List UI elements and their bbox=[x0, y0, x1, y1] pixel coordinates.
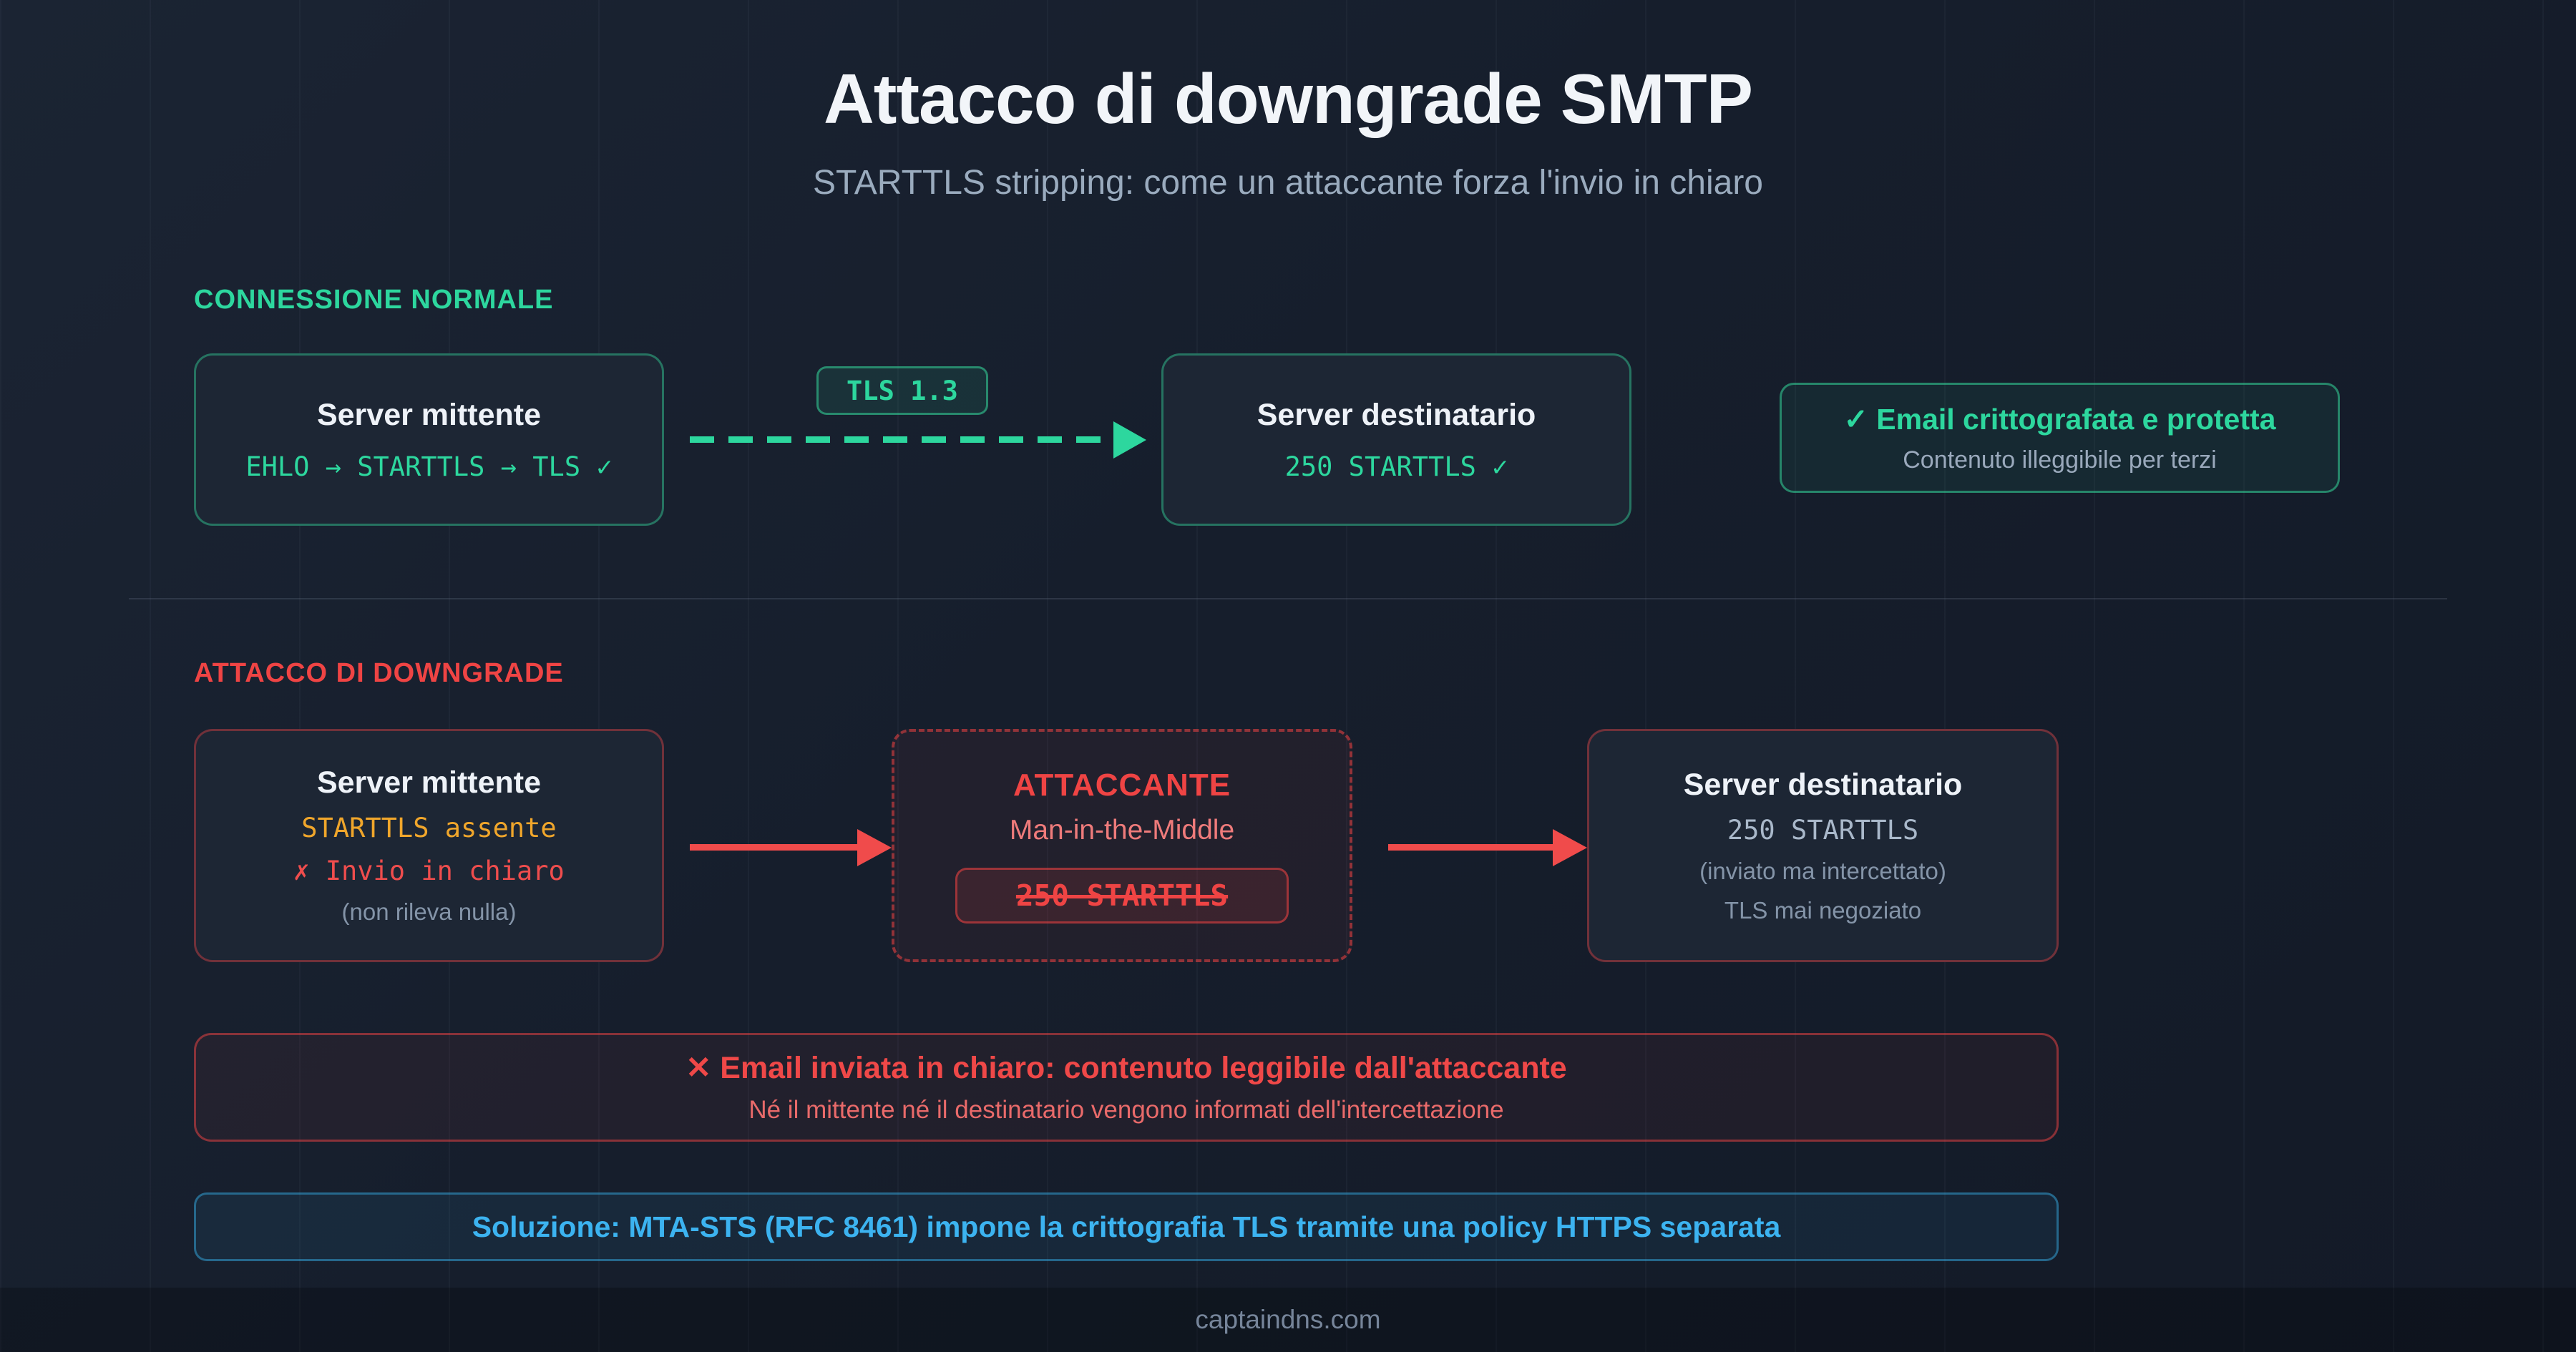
intercepted-arrow-right-head-icon bbox=[1553, 829, 1587, 866]
sender-server-box-attack: Server mittente STARTTLS assente ✗ Invio… bbox=[194, 729, 664, 962]
footer-domain: captaindns.com bbox=[1195, 1305, 1381, 1334]
intercepted-arrow-left-head-icon bbox=[857, 829, 892, 866]
receiver-server-box-attack: Server destinatario 250 STARTTLS (inviat… bbox=[1587, 729, 2059, 962]
attack-receiver-title: Server destinatario bbox=[1683, 767, 1963, 802]
section-label-normal-connection: CONNESSIONE NORMALE bbox=[194, 285, 554, 315]
encrypted-result-box: ✓ Email crittografata e protetta Contenu… bbox=[1780, 383, 2340, 493]
attack-receiver-no-tls-note: TLS mai negoziato bbox=[1724, 896, 1922, 924]
plaintext-warning-title: ✕ Email inviata in chiaro: contenuto leg… bbox=[686, 1050, 1566, 1086]
plaintext-warning-banner: ✕ Email inviata in chiaro: contenuto leg… bbox=[194, 1033, 2059, 1142]
page-subtitle: STARTTLS stripping: come un attaccante f… bbox=[813, 164, 1763, 202]
receiver-server-title: Server destinatario bbox=[1257, 397, 1536, 432]
encrypted-arrow-shaft bbox=[690, 436, 1119, 443]
mta-sts-solution-banner: Soluzione: MTA-STS (RFC 8461) impone la … bbox=[194, 1192, 2059, 1261]
sender-server-box-normal: Server mittente EHLO → STARTTLS → TLS ✓ bbox=[194, 353, 664, 526]
sender-server-handshake: EHLO → STARTTLS → TLS ✓ bbox=[245, 451, 613, 482]
tls-version-badge: TLS 1.3 bbox=[816, 366, 988, 415]
attack-receiver-intercepted-note: (inviato ma intercettato) bbox=[1699, 857, 1946, 884]
attack-receiver-response: 250 STARTTLS bbox=[1727, 814, 1919, 846]
page-title: Attacco di downgrade SMTP bbox=[823, 59, 1753, 138]
cross-icon: ✕ bbox=[686, 1051, 712, 1085]
plaintext-warning-subtitle: Né il mittente né il destinatario vengon… bbox=[748, 1096, 1504, 1124]
attack-sender-note: (non rileva nulla) bbox=[341, 898, 517, 925]
plaintext-warning-text: Email inviata in chiaro: contenuto leggi… bbox=[720, 1051, 1567, 1085]
attack-sender-plaintext: ✗ Invio in chiaro bbox=[293, 856, 565, 886]
encrypted-arrow-head-icon bbox=[1113, 421, 1146, 459]
footer: captaindns.com bbox=[0, 1288, 2576, 1352]
receiver-server-box-normal: Server destinatario 250 STARTTLS ✓ bbox=[1161, 353, 1631, 526]
encrypted-result-title: ✓ Email crittografata e protetta bbox=[1844, 402, 2276, 436]
check-icon: ✓ bbox=[1843, 402, 1868, 436]
encrypted-result-subtitle: Contenuto illeggibile per terzi bbox=[1903, 446, 2217, 474]
attacker-subtitle: Man-in-the-Middle bbox=[1009, 815, 1235, 846]
attacker-title: ATTACCANTE bbox=[1013, 768, 1231, 803]
attacker-box: ATTACCANTE Man-in-the-Middle 250 STARTTL… bbox=[892, 729, 1352, 962]
section-label-downgrade-attack: ATTACCO DI DOWNGRADE bbox=[194, 658, 564, 688]
mta-sts-solution-text: Soluzione: MTA-STS (RFC 8461) impone la … bbox=[472, 1210, 1781, 1243]
encrypted-result-text: Email crittografata e protetta bbox=[1876, 402, 2276, 436]
stripped-starttls-badge: 250 STARTTLS bbox=[955, 868, 1289, 924]
receiver-server-response: 250 STARTTLS ✓ bbox=[1284, 451, 1508, 482]
section-divider bbox=[129, 598, 2447, 599]
attack-sender-starttls-missing: STARTTLS assente bbox=[301, 813, 557, 843]
sender-server-title: Server mittente bbox=[316, 397, 542, 432]
intercepted-arrow-left-shaft bbox=[690, 844, 862, 851]
intercepted-arrow-right-shaft bbox=[1388, 844, 1557, 851]
attack-sender-title: Server mittente bbox=[316, 765, 542, 800]
